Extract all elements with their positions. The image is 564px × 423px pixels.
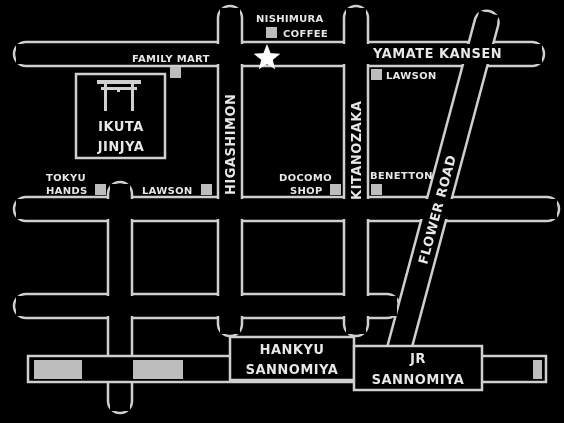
ikuta-label-1: IKUTA [98,120,144,135]
platform-middle [133,360,183,379]
tokyu-label-1: TOKYU [46,173,86,184]
lawson-mid-label: LAWSON [142,186,193,197]
lawson-top-marker [371,69,382,80]
road-label-kitanozaka: KITANOZAKA [350,101,365,200]
platform-left [34,360,82,379]
nishimura-marker [266,27,277,38]
family-mart-marker [170,67,181,78]
docomo-label-2: SHOP [290,186,323,197]
star-icon [253,44,281,70]
ikuta-label-2: JINJYA [97,140,145,155]
ikuta-jinjya-box: IKUTA JINJYA [74,72,167,160]
lawson-mid-marker [201,184,212,195]
jr-label-2: SANNOMIYA [372,373,465,388]
tokyu-marker [95,184,106,195]
tokyu-label-2: HANDS [46,186,87,197]
benetton-label: BENETTON [370,171,433,182]
family-mart-label: FAMILY MART [132,54,210,65]
docomo-label-1: DOCOMO [279,173,332,184]
benetton-marker [371,184,382,195]
torii-gate-icon [97,80,141,111]
road-label-yamate-kansen: YAMATE KANSEN [372,47,502,62]
docomo-marker [330,184,341,195]
hankyu-label-2: SANNOMIYA [246,363,339,378]
lawson-top-label: LAWSON [386,71,437,82]
hankyu-station: HANKYU SANNOMIYA [228,335,356,382]
streets [12,4,561,415]
nishimura-label-1: NISHIMURA [256,14,324,25]
jr-station: JR SANNOMIYA [352,344,484,392]
nishimura-label-2: COFFEE [283,29,328,40]
road-label-higashimon: HIGASHIMON [224,94,239,195]
platform-right [533,360,542,379]
hankyu-label-1: HANKYU [260,343,325,358]
jr-label-1: JR [409,352,426,367]
